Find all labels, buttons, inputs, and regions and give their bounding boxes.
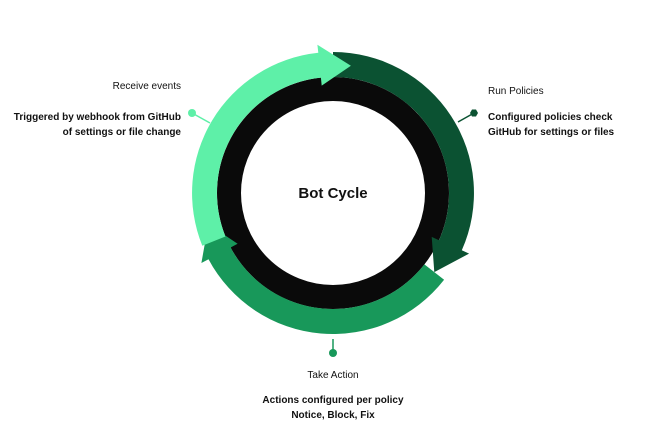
run-policies-desc-line-2: GitHub for settings or files (488, 127, 615, 138)
run-policies-desc-line-1: Configured policies check (488, 112, 613, 123)
receive-events-desc-line-1: Triggered by webhook from GitHub (13, 112, 181, 123)
diagram-center-title: Bot Cycle (298, 185, 368, 202)
run-connector-hexagon (470, 109, 478, 117)
receive-events-arc-arrow (192, 44, 351, 246)
run-policies-arc-arrow (333, 52, 474, 273)
inner-dark-ring (217, 77, 449, 309)
receive-connector-dot (188, 109, 196, 117)
take-action-desc-line-1: Actions configured per policy (262, 395, 404, 406)
receive-events-desc-line-2: of settings or file change (62, 127, 181, 138)
receive-events-title: Receive events (112, 81, 181, 92)
take-action-title: Take Action (307, 370, 359, 381)
take-action-desc-line-2: Notice, Block, Fix (291, 410, 375, 421)
action-connector-dot (329, 349, 337, 357)
take-action-arc-arrow (201, 224, 445, 334)
run-policies-title: Run Policies (488, 86, 544, 97)
